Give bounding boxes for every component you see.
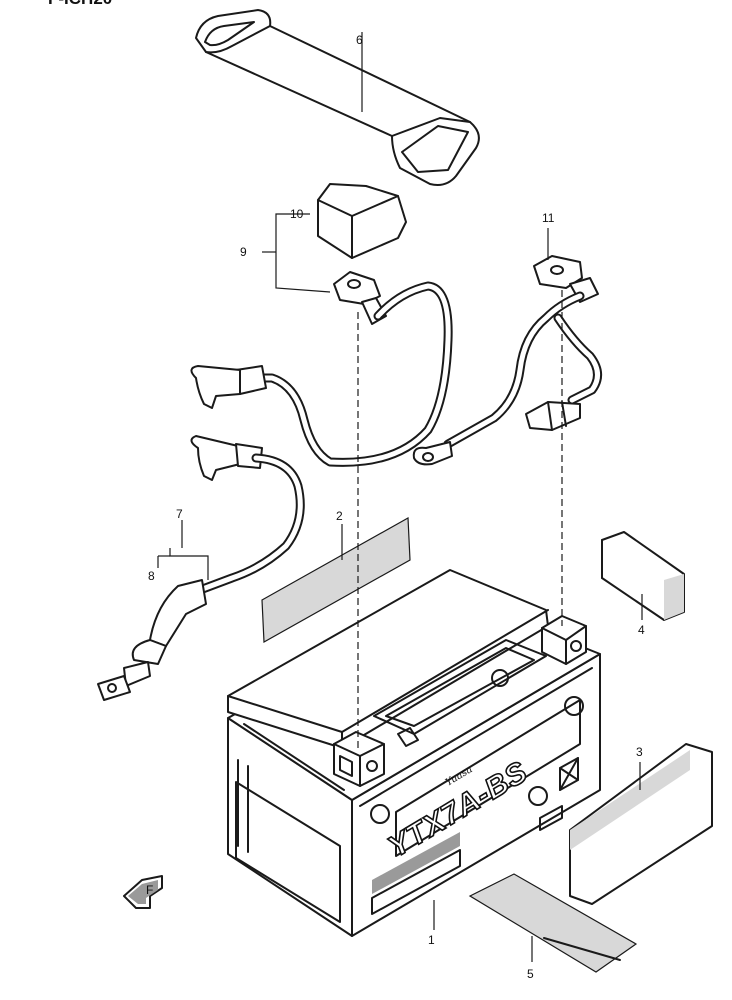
- label-sticker-3: [569, 743, 713, 905]
- callout-8: 8: [148, 569, 155, 583]
- front-arrow-icon: F: [123, 875, 163, 909]
- callout-10: 10: [290, 207, 304, 221]
- label-sticker-2: [261, 517, 411, 643]
- callout-11: 11: [542, 211, 555, 225]
- callout-4: 4: [638, 623, 645, 637]
- negative-lead-wire: [412, 228, 602, 466]
- callout-bracket-9-10: [262, 213, 331, 293]
- callout-1: 1: [428, 933, 435, 947]
- callout-7: 7: [176, 507, 183, 521]
- callout-5: 5: [527, 967, 534, 981]
- positive-lead-wire: [190, 271, 453, 467]
- battery-cable-with-boot: [97, 435, 305, 701]
- terminal-cover: [317, 183, 407, 259]
- callout-3: 3: [636, 745, 643, 759]
- assembly-guide-lines: [357, 290, 563, 750]
- callout-6: 6: [356, 33, 363, 47]
- callout-2: 2: [336, 509, 343, 523]
- callout-9: 9: [240, 245, 247, 259]
- battery-strap: [195, 9, 480, 186]
- battery: Yuasa YTX7A-BS: [227, 569, 601, 937]
- front-arrow-label: F: [146, 883, 153, 897]
- label-sticker-4: [601, 531, 685, 621]
- label-sticker-5: [468, 873, 638, 973]
- diagram-title: F-ICH20: [48, 0, 112, 8]
